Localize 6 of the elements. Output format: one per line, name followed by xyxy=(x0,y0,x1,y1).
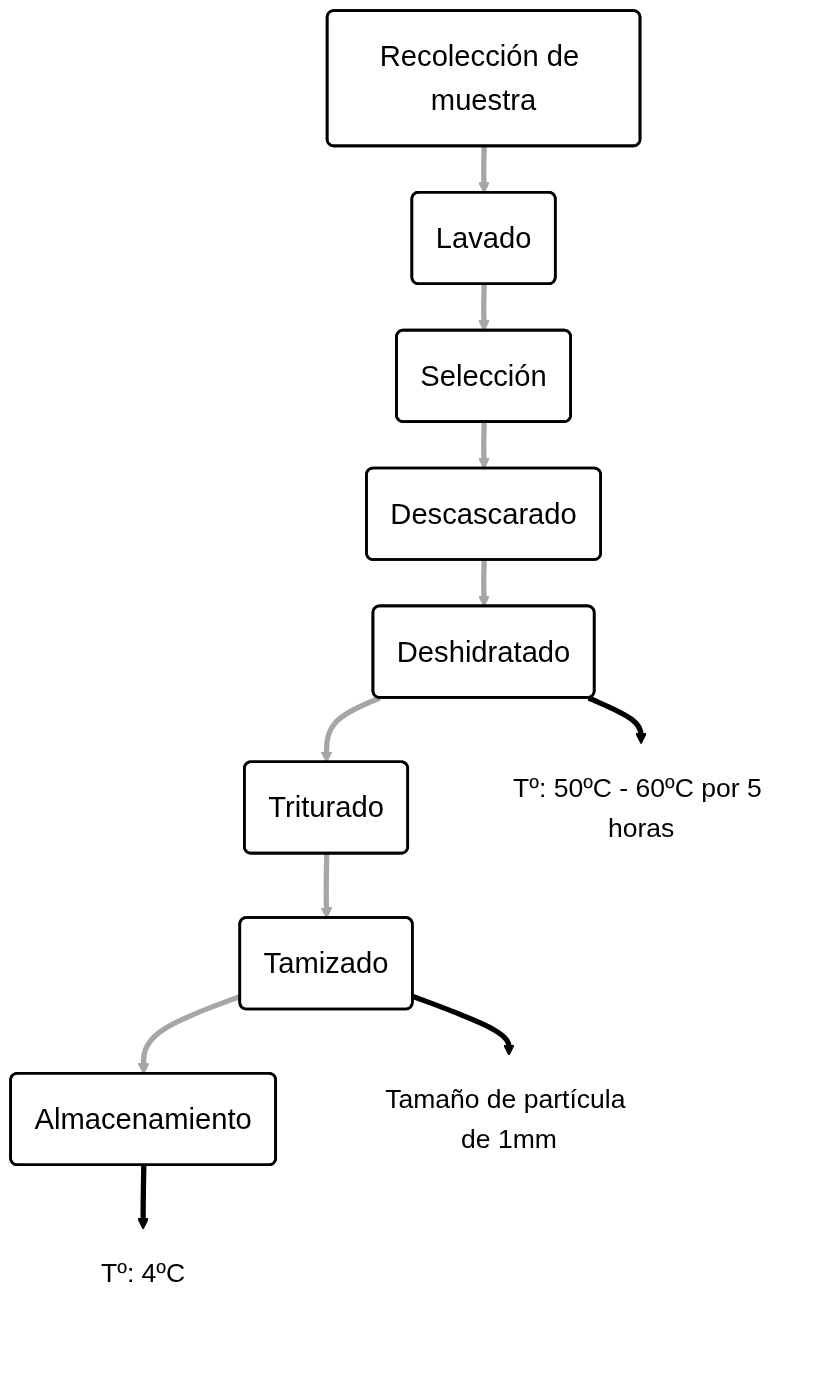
node-text: Tº: 4ºC xyxy=(101,1258,186,1288)
node-text: Tº: 50ºC - 60ºC por 5 horas xyxy=(513,772,762,842)
arrow xyxy=(587,695,647,745)
node-text: Tamaño de partícula de 1mm xyxy=(385,1084,626,1154)
arrow xyxy=(412,993,515,1056)
arrow xyxy=(137,1165,149,1230)
